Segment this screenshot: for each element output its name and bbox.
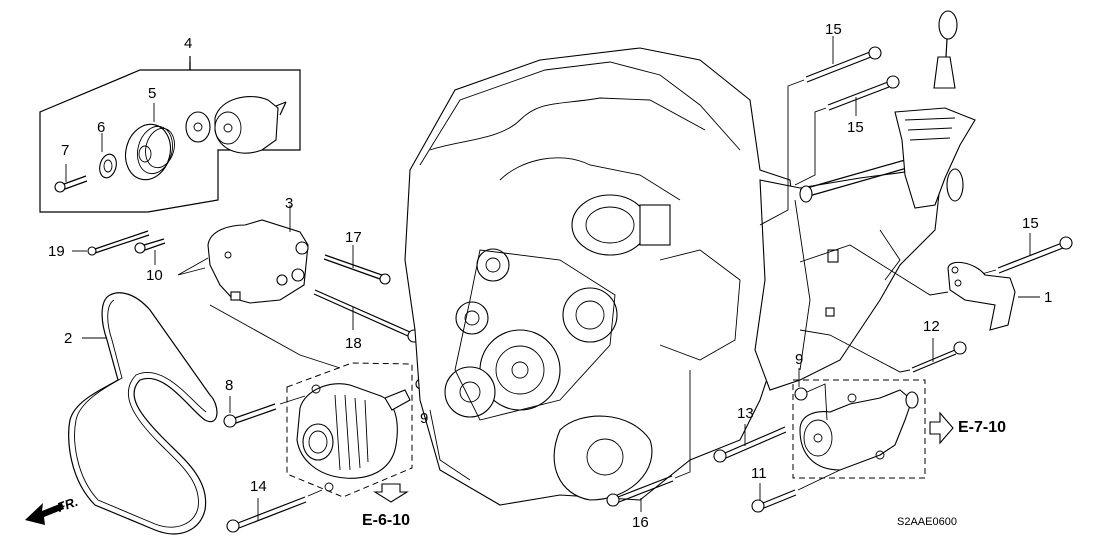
callout-7: 7 bbox=[61, 142, 70, 159]
pulley-bolt-7 bbox=[54, 164, 88, 193]
callout-12: 12 bbox=[923, 318, 940, 335]
bolt-18 bbox=[313, 289, 421, 343]
callout-18: 18 bbox=[345, 335, 362, 352]
drive-belt-2 bbox=[68, 292, 218, 535]
pulley-cover-6 bbox=[99, 133, 117, 179]
callout-15-right: 15 bbox=[1022, 215, 1039, 232]
bolt-11 bbox=[751, 469, 841, 513]
reference-link-e-6-10[interactable]: E-6-10 bbox=[362, 512, 411, 529]
callout-16: 16 bbox=[632, 514, 649, 531]
bolt-14 bbox=[226, 489, 323, 533]
bolt-13 bbox=[713, 424, 787, 463]
callout-11: 11 bbox=[751, 465, 767, 482]
callout-14: 14 bbox=[250, 478, 267, 495]
diagram-code: S2AAE0600 bbox=[897, 516, 957, 528]
callout-8: 8 bbox=[225, 377, 234, 394]
bolt-15-upper bbox=[759, 36, 882, 226]
callout-13: 13 bbox=[737, 405, 754, 422]
starter-motor bbox=[799, 389, 919, 471]
callout-5: 5 bbox=[148, 85, 157, 102]
callout-15-upper: 15 bbox=[825, 21, 842, 38]
callout-10: 10 bbox=[146, 267, 163, 284]
bolt-19 bbox=[72, 230, 150, 256]
transmission bbox=[754, 169, 941, 391]
reference-link-e-7-10[interactable]: E-7-10 bbox=[958, 419, 1007, 436]
bolt-12 bbox=[799, 329, 967, 373]
bolt-16 bbox=[606, 370, 691, 512]
starter-outline bbox=[792, 379, 926, 479]
reference-arrow-e-6-10 bbox=[373, 483, 409, 503]
idler-pulley-5 bbox=[124, 103, 175, 181]
callout-3: 3 bbox=[285, 195, 294, 212]
callout-4: 4 bbox=[184, 35, 193, 52]
callout-9-starter: 9 bbox=[795, 351, 804, 368]
tensioner-bracket-3 bbox=[177, 205, 341, 369]
nut-9-starter bbox=[794, 368, 828, 421]
bolt-15-right bbox=[977, 233, 1073, 276]
alternator bbox=[296, 383, 411, 492]
front-direction-indicator bbox=[25, 503, 64, 525]
callout-2: 2 bbox=[64, 330, 73, 347]
alternator-outline bbox=[286, 362, 413, 498]
bolt-8 bbox=[223, 395, 306, 428]
shift-lever bbox=[799, 10, 976, 209]
callout-6: 6 bbox=[97, 119, 106, 136]
bolt-17 bbox=[323, 245, 391, 285]
bolt-10 bbox=[134, 238, 166, 265]
bolt-15-middle bbox=[794, 75, 900, 186]
reference-arrow-e-7-10 bbox=[929, 411, 954, 445]
callout-19: 19 bbox=[48, 243, 65, 260]
callout-9-alternator: 9 bbox=[420, 410, 429, 427]
callout-17: 17 bbox=[345, 229, 362, 246]
callout-1: 1 bbox=[1044, 289, 1053, 306]
tensioner-body bbox=[185, 96, 287, 154]
engine-block bbox=[404, 47, 801, 506]
tensioner-assembly-outline bbox=[39, 56, 301, 213]
bracket-1 bbox=[799, 244, 1040, 331]
callout-15-middle: 15 bbox=[847, 119, 864, 136]
